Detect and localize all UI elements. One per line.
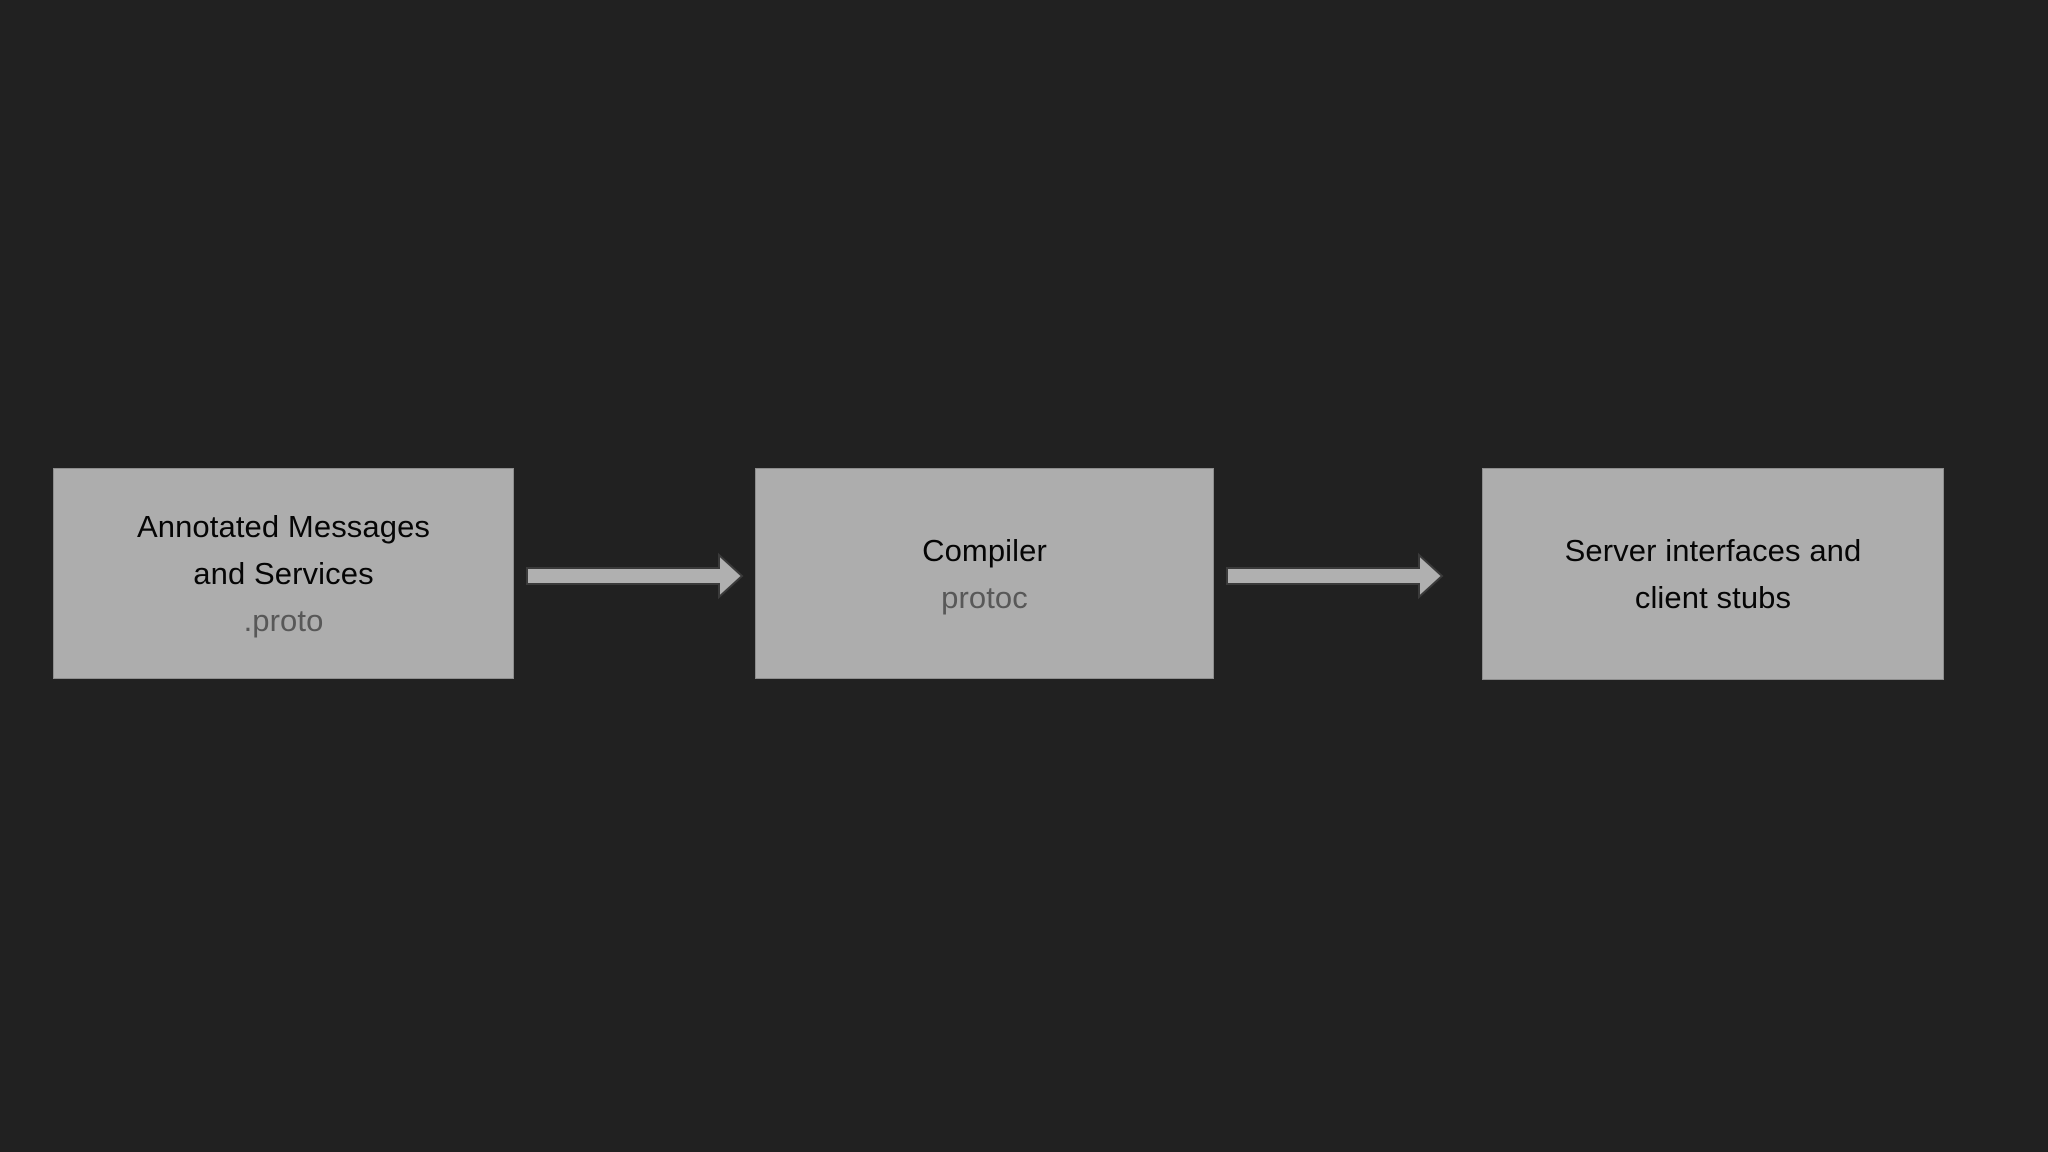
node-compiler[interactable]: Compiler protoc — [755, 468, 1214, 679]
node-server-interfaces-and-client-stubs[interactable]: Server interfaces and client stubs — [1482, 468, 1944, 680]
arrow-proto-to-compiler — [526, 552, 744, 600]
node-title: Server interfaces and client stubs — [1564, 533, 1862, 615]
arrow-right-icon — [526, 552, 744, 600]
node-title: Compiler — [922, 532, 1047, 568]
node-subtitle: .proto — [243, 603, 324, 638]
arrow-compiler-to-output — [1226, 552, 1444, 600]
node-title: Annotated Messages and Services — [136, 509, 431, 591]
node-subtitle: protoc — [941, 579, 1028, 615]
arrow-right-icon — [1226, 552, 1444, 600]
node-annotated-messages-and-services[interactable]: Annotated Messages and Services .proto — [53, 468, 514, 679]
